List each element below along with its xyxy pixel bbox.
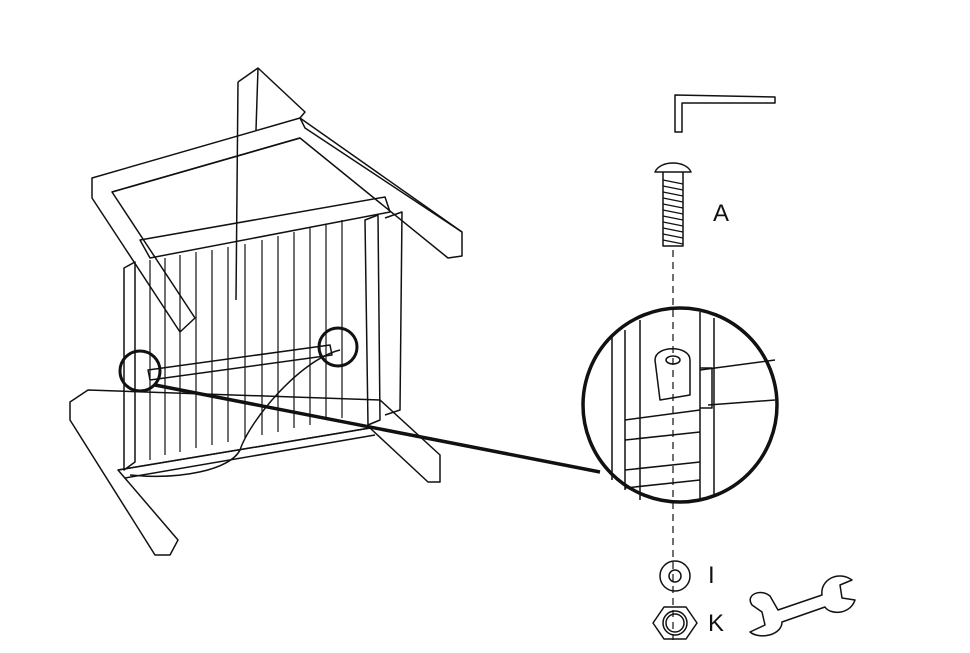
detail-circle-right: [317, 326, 359, 368]
detail-circle-left: [118, 349, 162, 393]
chair-frame: [69, 67, 463, 556]
label-nut-k: K: [708, 610, 725, 637]
label-bolt-a: A: [713, 200, 730, 227]
washer-icon: [659, 560, 691, 592]
nut-icon: [652, 606, 698, 640]
label-washer-i: I: [708, 562, 715, 589]
magnified-detail: [581, 306, 779, 504]
bolt-icon: [654, 162, 692, 247]
wrench-icon: [749, 575, 856, 637]
allen-key-icon: [674, 94, 776, 133]
callout-line: [154, 383, 601, 474]
